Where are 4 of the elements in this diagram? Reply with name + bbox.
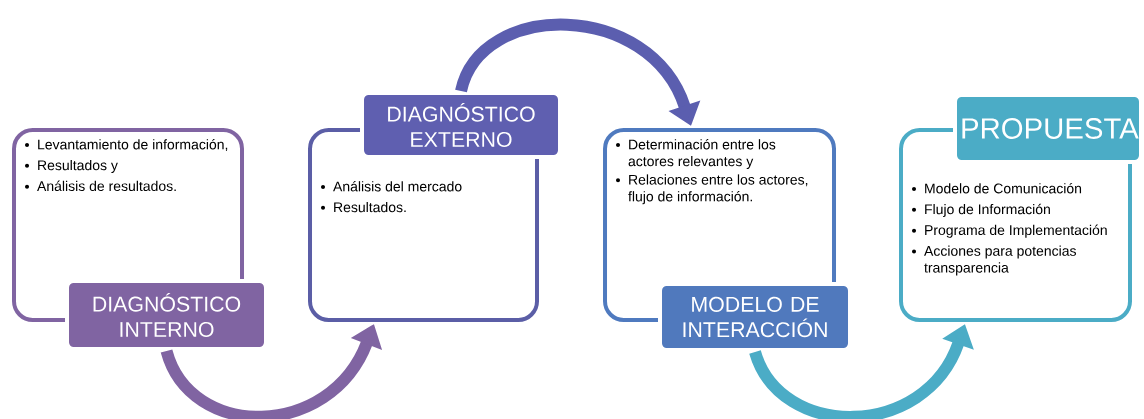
stage-header: PROPUESTA [953, 93, 1143, 164]
stage-header: DIAGNÓSTICO INTERNO [65, 279, 268, 351]
stage-header: DIAGNÓSTICO EXTERNO [360, 91, 562, 159]
stage-header: MODELO DE INTERACCIÓN [658, 282, 852, 352]
